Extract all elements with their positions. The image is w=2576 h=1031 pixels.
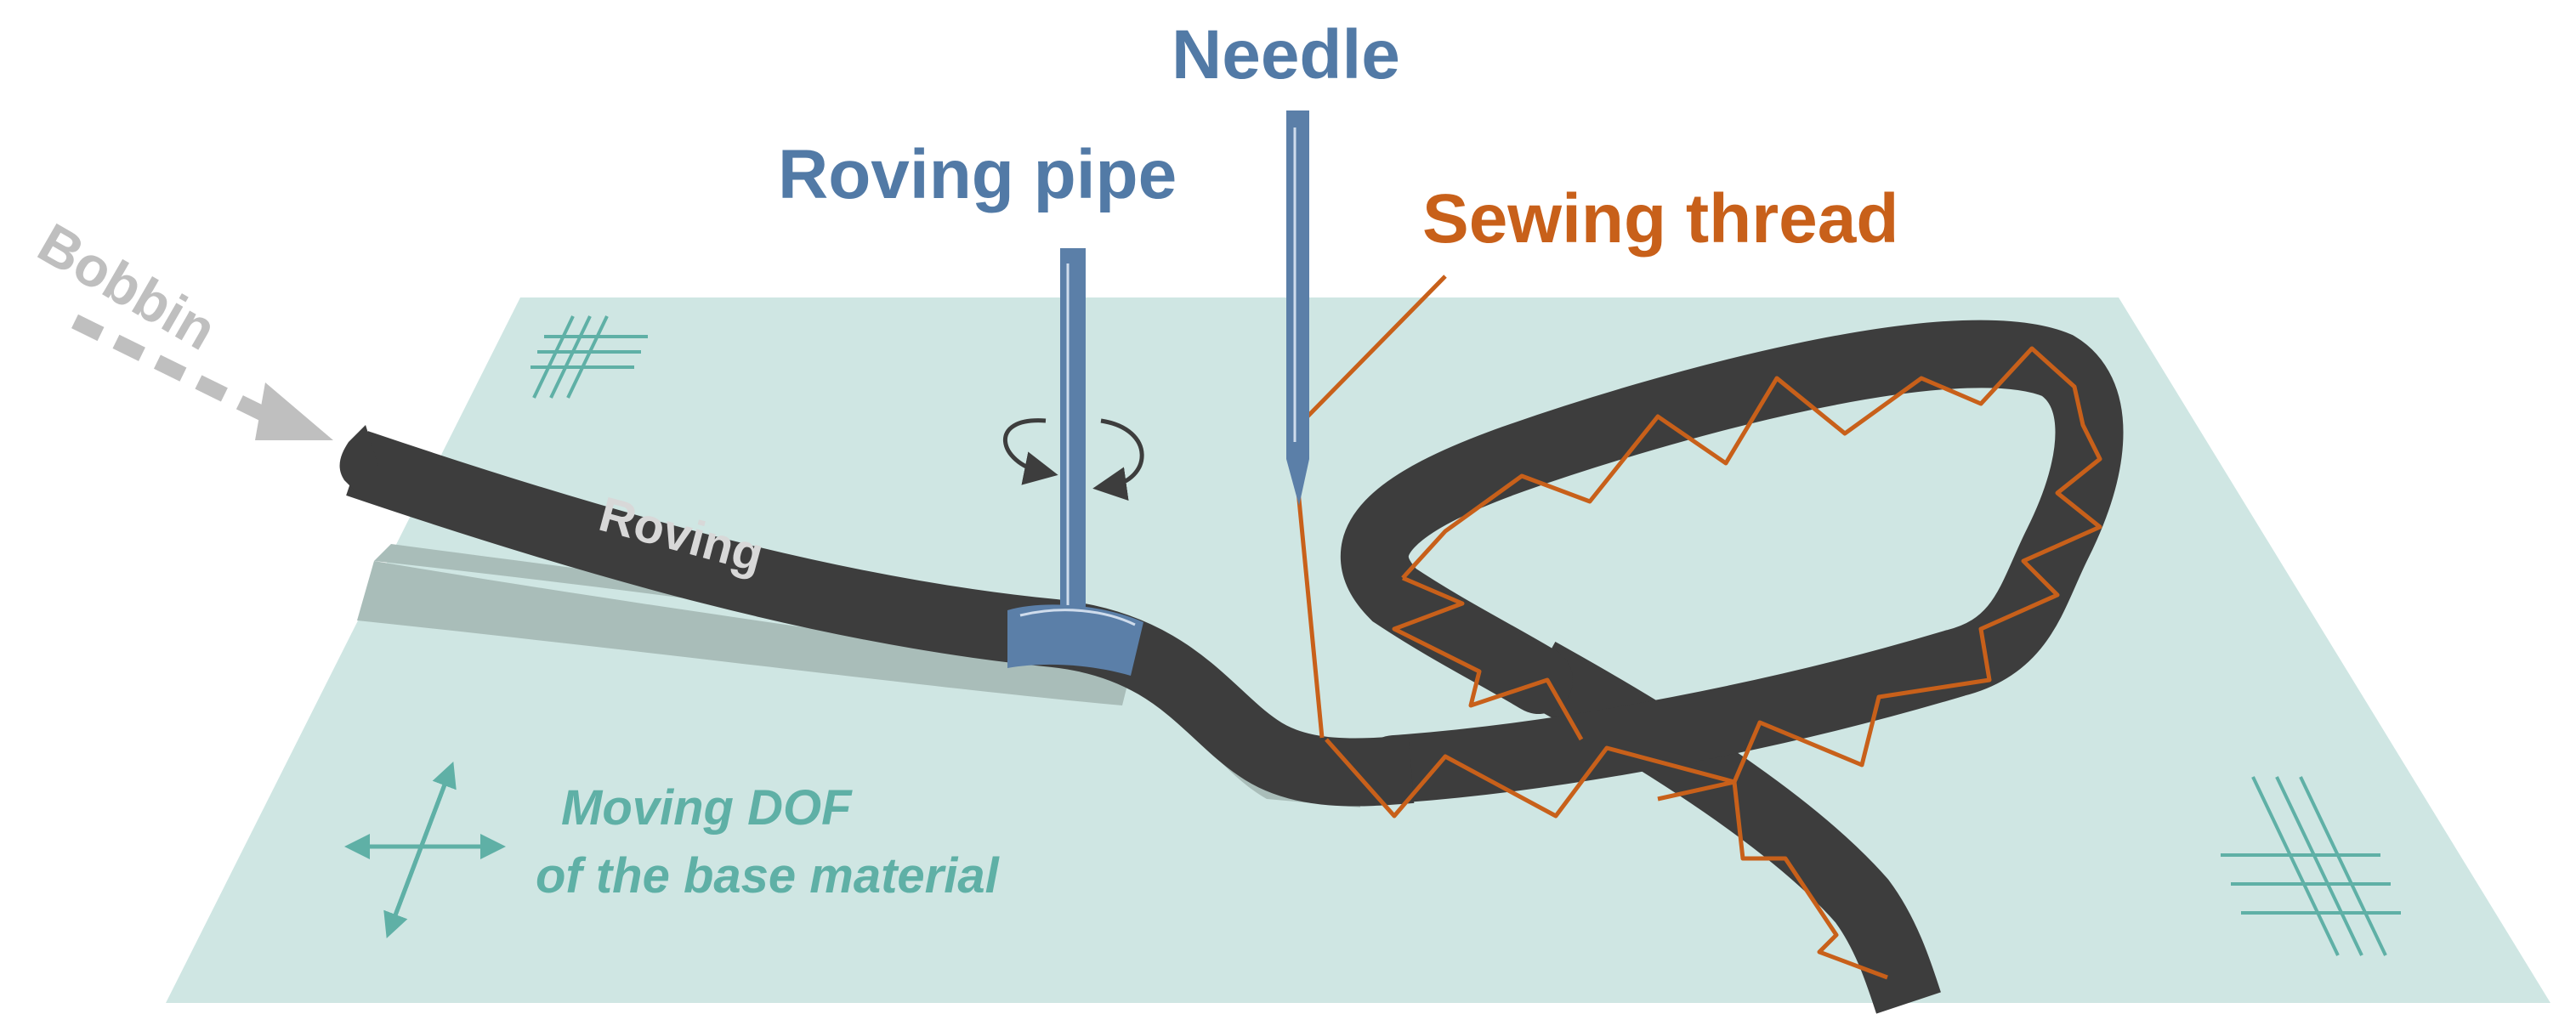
roving-loop [1340,320,2124,803]
bobbin-arrow [71,314,333,440]
stitch-line-loop-outer [1325,346,2102,819]
sewing-thread-leader [1306,275,1447,418]
base-material-plane [166,297,2550,1003]
stitch-line-loop-inner [1392,575,1584,741]
stitches [1325,346,2102,980]
stitch-line-tail [1657,779,1888,980]
roving-pipe-label: Roving pipe [778,136,1177,213]
dof-label-line2: of the base material [536,848,1001,904]
sewing-thread-label: Sewing thread [1422,180,1898,258]
needle-label: Needle [1172,16,1400,93]
hatch-marks-icon [531,315,648,399]
hatch-marks-icon [2221,776,2401,956]
roving-end [339,425,378,493]
four-way-arrows-icon [344,761,506,939]
roving-shadow-left [357,561,1131,705]
needle [1286,110,1309,506]
roving-pipe [1007,248,1143,676]
rotation-arrows-icon [1003,418,1144,501]
dof-label-line1: Moving DOF [561,780,853,836]
